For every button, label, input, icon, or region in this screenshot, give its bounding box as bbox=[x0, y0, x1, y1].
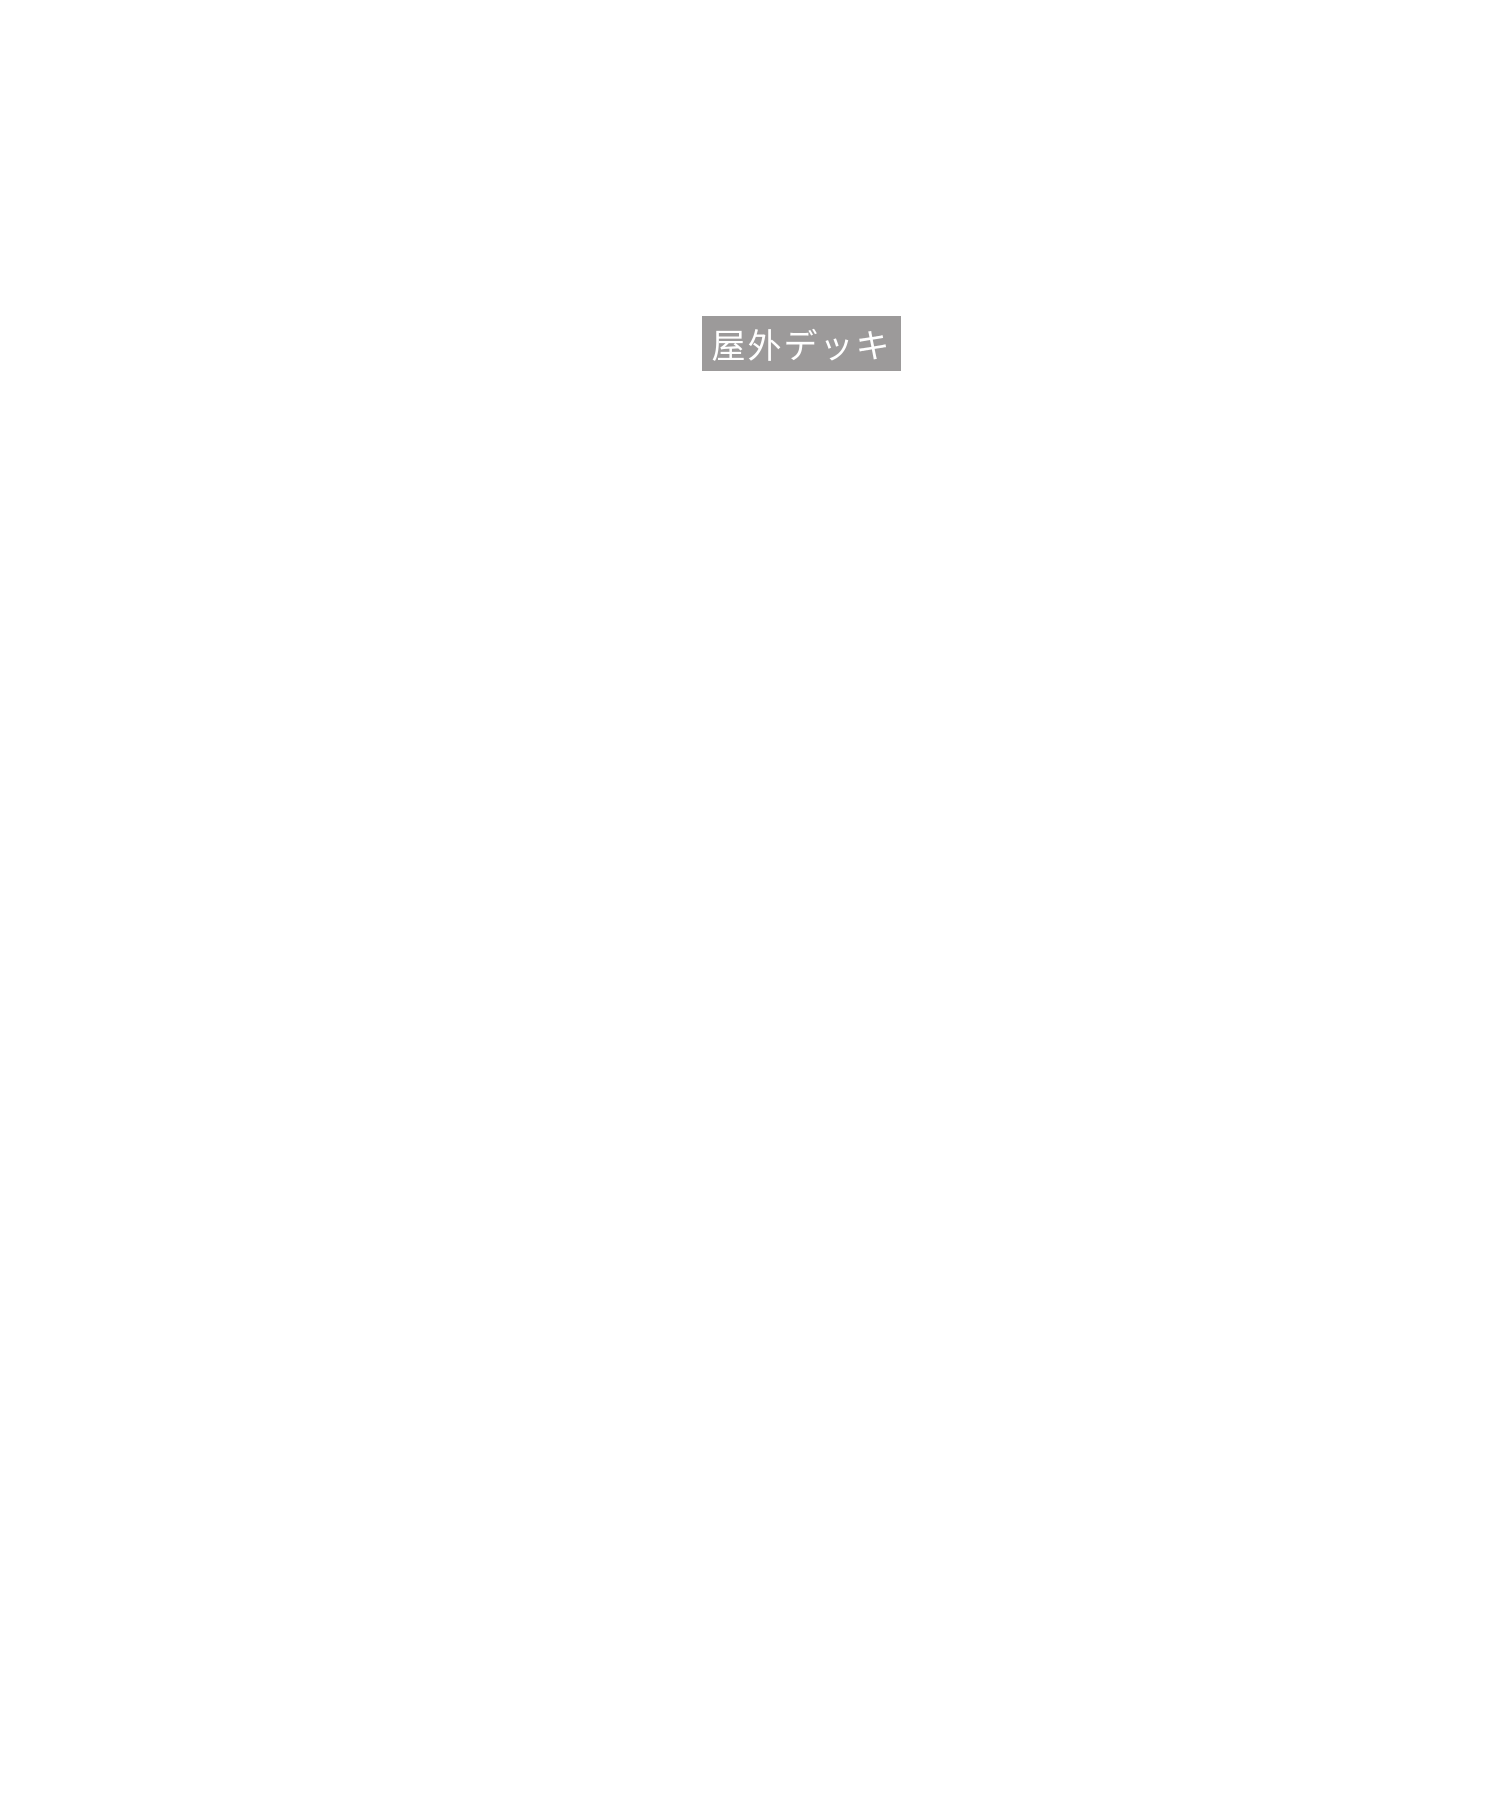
area-label-outdoor-deck: 屋外デッキ bbox=[702, 316, 901, 371]
